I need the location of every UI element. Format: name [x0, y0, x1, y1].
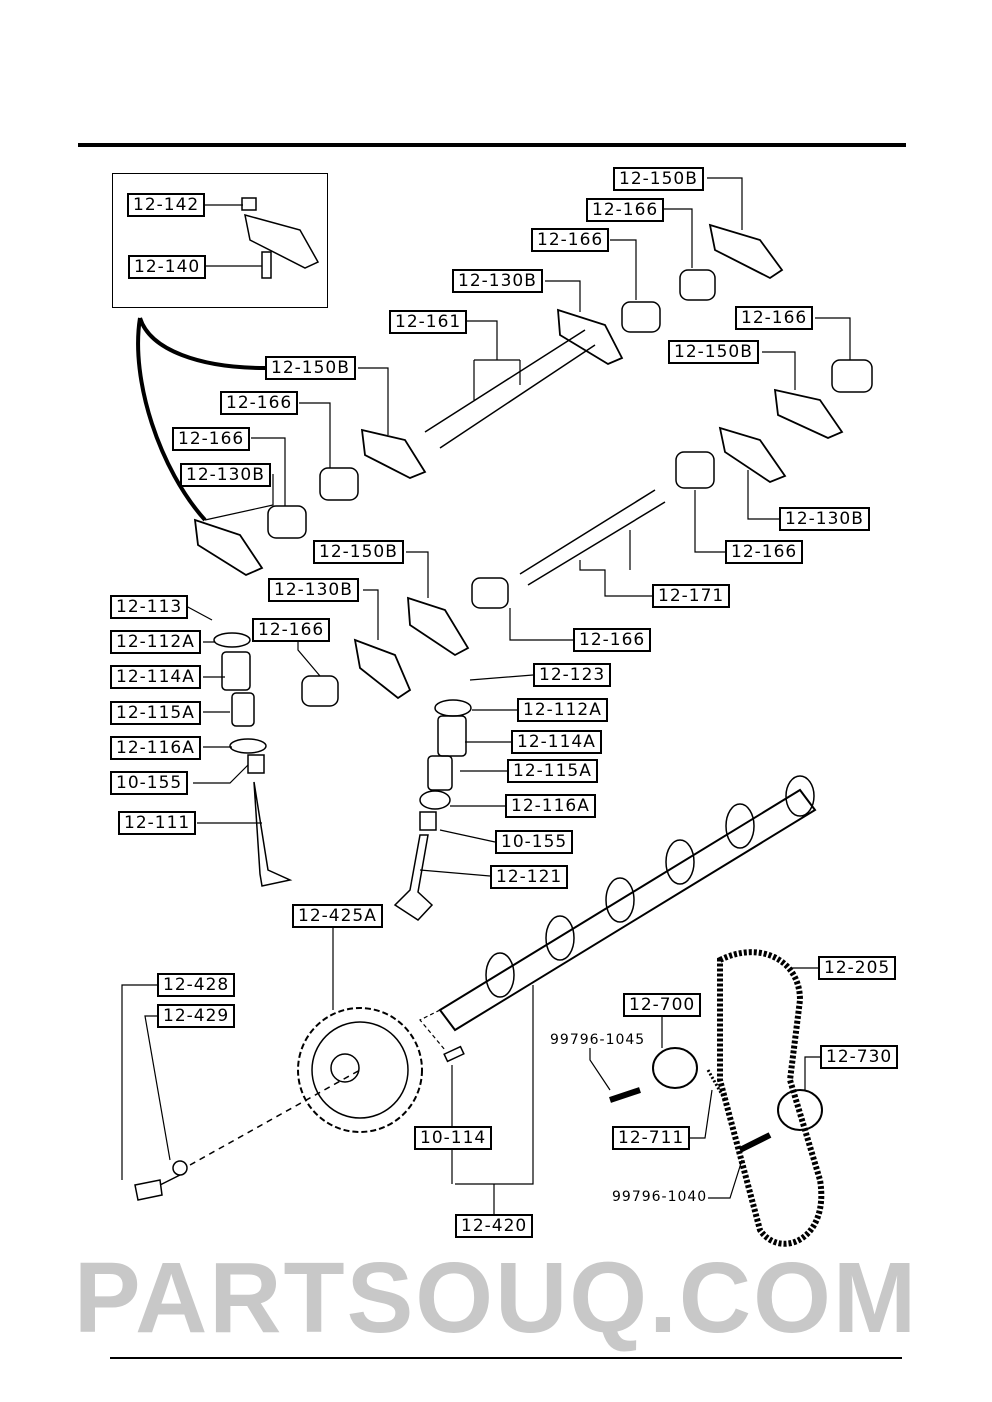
- part-label[interactable]: 10-155: [495, 830, 574, 854]
- part-label[interactable]: 12-166: [725, 540, 804, 564]
- part-label[interactable]: 12-150B: [313, 540, 404, 564]
- tensioner-pulley: [652, 1047, 698, 1089]
- part-label[interactable]: 12-130B: [180, 463, 271, 487]
- part-label[interactable]: 10-114: [414, 1126, 493, 1150]
- cam-pulley: [297, 1007, 423, 1133]
- part-label[interactable]: 12-166: [220, 391, 299, 415]
- pulley-bolt: [134, 1174, 181, 1201]
- dowel-pin: [443, 1045, 465, 1063]
- part-label[interactable]: 12-166: [735, 306, 814, 330]
- top-rule: [78, 143, 906, 147]
- part-label[interactable]: 12-150B: [613, 167, 704, 191]
- part-label[interactable]: 12-130B: [779, 507, 870, 531]
- part-label[interactable]: 12-205: [818, 956, 897, 980]
- part-label[interactable]: 12-428: [157, 973, 236, 997]
- part-label[interactable]: 12-116A: [110, 736, 201, 760]
- valve-assembly-left: [213, 632, 293, 887]
- timing-belt: [717, 949, 825, 1247]
- rocker-arm-inset: [244, 213, 320, 269]
- part-label[interactable]: 12-123: [533, 663, 612, 687]
- valve-assembly-right: [393, 699, 472, 921]
- part-label[interactable]: 12-115A: [110, 701, 201, 725]
- part-label[interactable]: 12-166: [531, 228, 610, 252]
- part-label[interactable]: 12-114A: [511, 730, 602, 754]
- bolts: [609, 1087, 772, 1153]
- part-label[interactable]: 12-700: [623, 993, 702, 1017]
- rocker-springs: [267, 269, 873, 707]
- part-label[interactable]: 12-150B: [668, 340, 759, 364]
- part-label[interactable]: 12-112A: [517, 698, 608, 722]
- tensioner-spring: [706, 1069, 727, 1101]
- rocker-arms: [193, 223, 844, 700]
- screw-inset: [261, 251, 272, 279]
- detail-inset-box: [112, 173, 328, 308]
- part-label[interactable]: 12-112A: [110, 630, 201, 654]
- inset-callout-line: [136, 317, 266, 522]
- camshaft-lobes: [485, 775, 815, 998]
- part-label[interactable]: 12-121: [490, 865, 569, 889]
- rocker-shaft-upper: [424, 329, 596, 449]
- part-label[interactable]: 12-130B: [452, 269, 543, 293]
- part-label[interactable]: 12-429: [157, 1004, 236, 1028]
- part-label[interactable]: 12-114A: [110, 665, 201, 689]
- part-label[interactable]: 12-116A: [505, 794, 596, 818]
- part-label[interactable]: 12-161: [389, 310, 468, 334]
- part-label[interactable]: 12-115A: [507, 759, 598, 783]
- part-label[interactable]: 12-171: [652, 584, 731, 608]
- part-label[interactable]: 12-150B: [265, 356, 356, 380]
- part-label[interactable]: 12-130B: [268, 578, 359, 602]
- camshaft: [438, 788, 817, 1032]
- nut-inset: [241, 197, 257, 211]
- part-label[interactable]: 12-420: [455, 1214, 534, 1238]
- part-label[interactable]: 12-166: [586, 198, 665, 222]
- part-label[interactable]: 12-425A: [292, 904, 383, 928]
- watermark: PARTSOUQ.COM: [73, 1242, 919, 1354]
- idler-pulley: [777, 1089, 823, 1131]
- washer: [172, 1160, 188, 1176]
- bottom-rule: [110, 1357, 902, 1359]
- part-label[interactable]: 12-111: [118, 811, 197, 835]
- part-label[interactable]: 12-140: [128, 255, 207, 279]
- part-label[interactable]: 12-166: [573, 628, 652, 652]
- part-label[interactable]: 12-711: [612, 1126, 691, 1150]
- leader-lines: [121, 177, 851, 1214]
- part-number-text[interactable]: 99796-1045: [550, 1032, 646, 1048]
- part-label[interactable]: 12-166: [172, 427, 251, 451]
- part-label[interactable]: 12-730: [820, 1045, 899, 1069]
- rocker-shaft-lower: [519, 489, 666, 586]
- part-label[interactable]: 12-142: [127, 193, 206, 217]
- part-number-text[interactable]: 99796-1040: [612, 1189, 708, 1205]
- part-label[interactable]: 12-113: [110, 595, 189, 619]
- part-label[interactable]: 12-166: [252, 618, 331, 642]
- part-label[interactable]: 10-155: [110, 771, 189, 795]
